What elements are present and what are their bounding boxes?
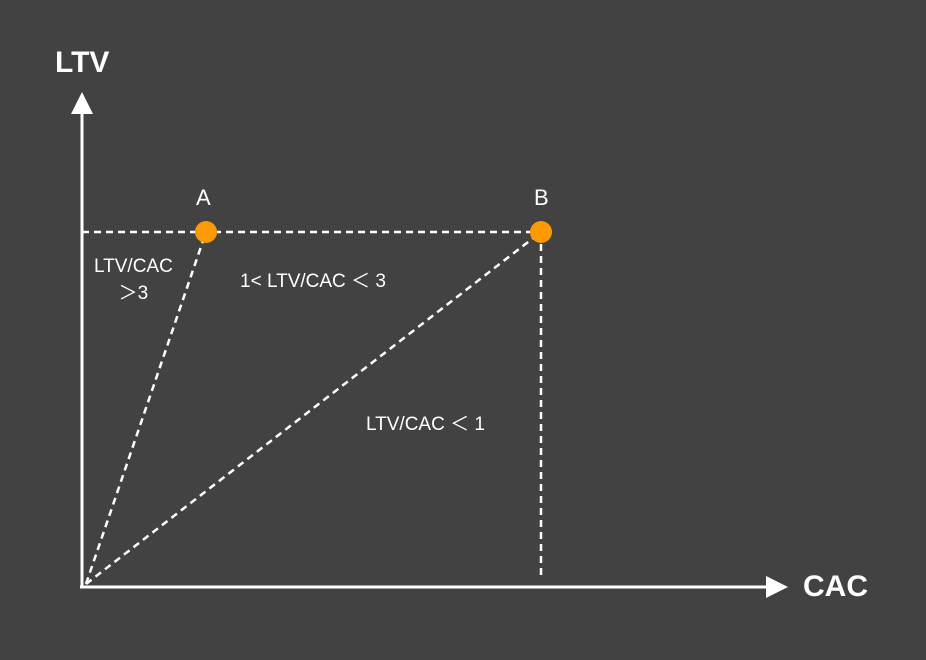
region-low-label: LTV/CAC ＜ 1 (366, 414, 485, 435)
y-axis-label: LTV (55, 46, 110, 79)
y-axis-arrowhead (71, 92, 93, 114)
point-a-marker (195, 221, 217, 243)
x-axis-arrowhead (766, 576, 788, 598)
dashed-line-origin-to-a (84, 231, 208, 585)
region-high-line1: LTV/CAC (94, 256, 173, 277)
point-a-label: A (196, 185, 211, 210)
region-middle-label: 1< LTV/CAC ＜ 3 (240, 271, 386, 292)
point-b-marker (530, 221, 552, 243)
region-high-label: LTV/CAC ＞3 (94, 253, 173, 307)
region-high-line2: ＞3 (118, 283, 149, 304)
x-axis-label: CAC (803, 570, 868, 603)
point-b-label: B (534, 185, 549, 210)
